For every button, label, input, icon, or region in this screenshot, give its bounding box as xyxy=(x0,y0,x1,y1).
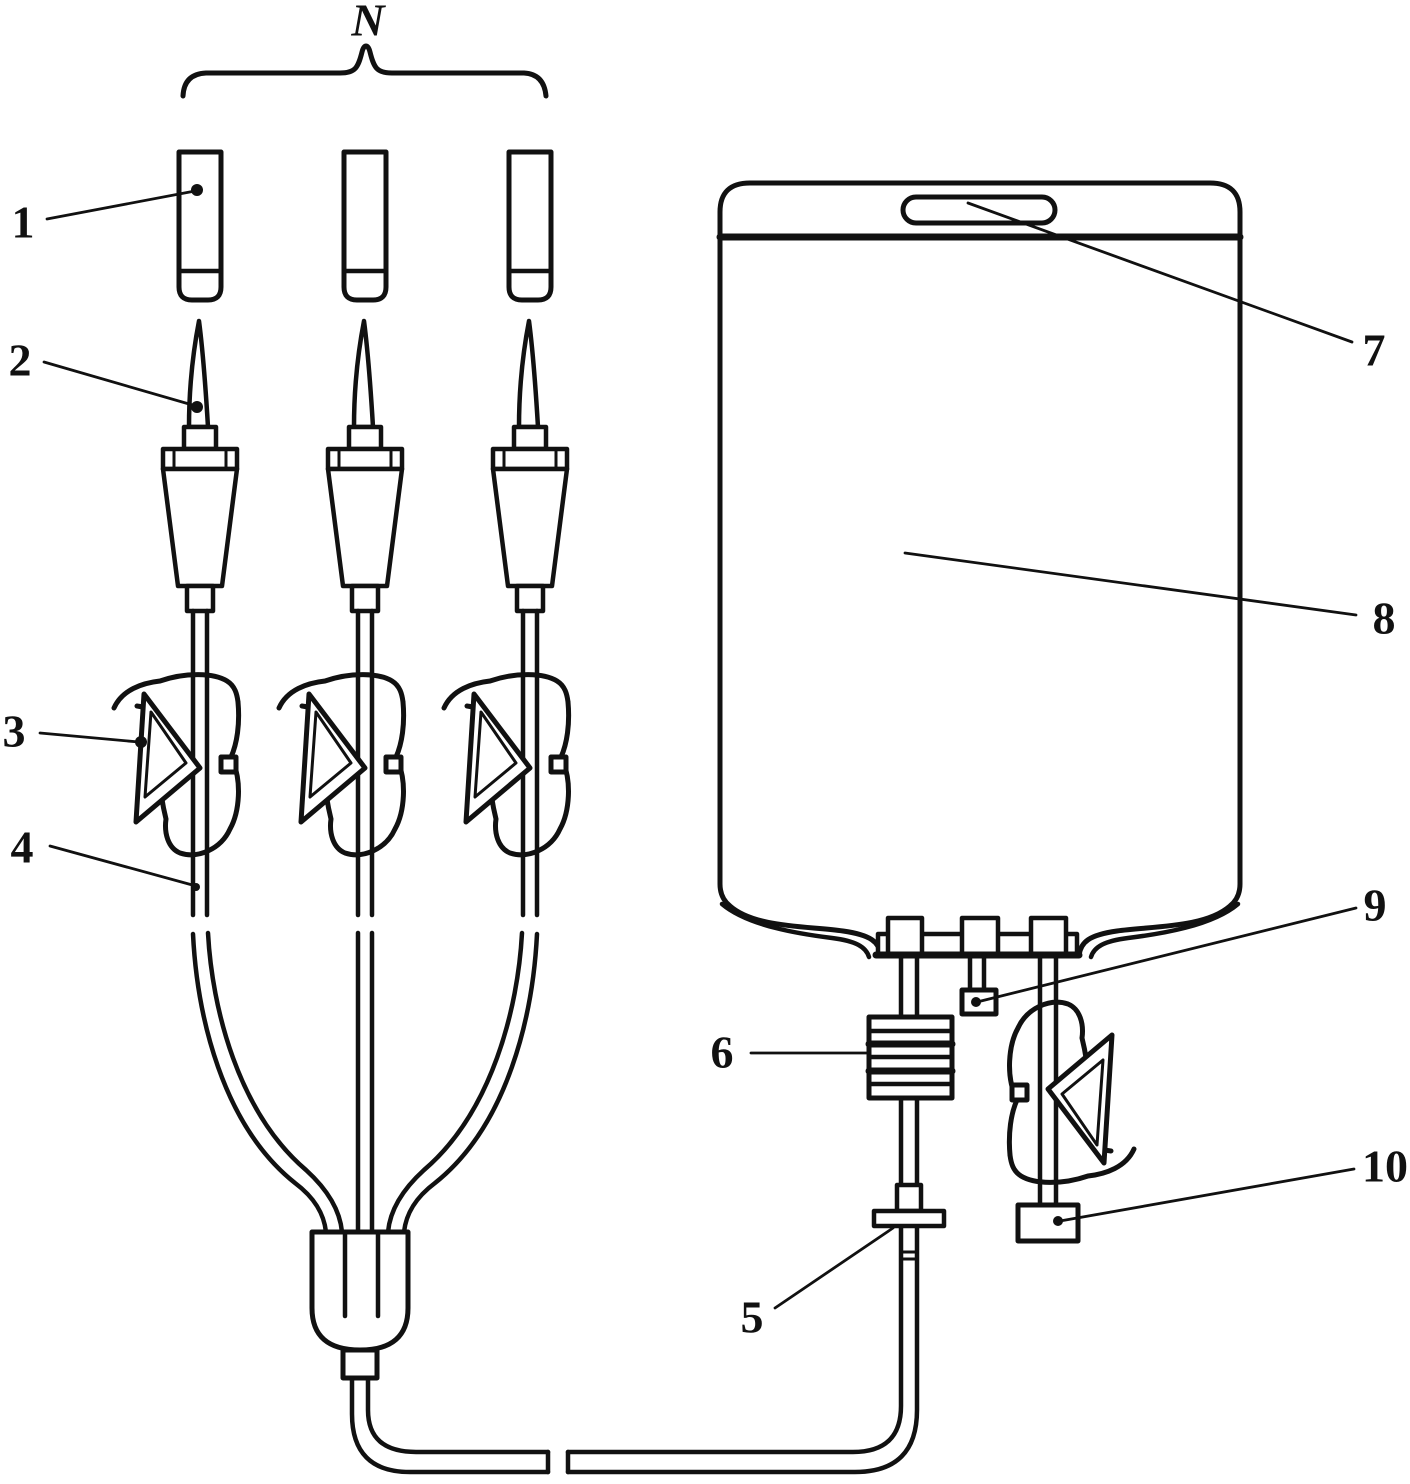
hanger-slot xyxy=(900,194,1058,226)
leader-line-8 xyxy=(903,551,1358,617)
outlet-connector-line xyxy=(1009,952,1134,1244)
branch-set xyxy=(114,43,569,915)
leader-line-5 xyxy=(773,1226,895,1310)
leader-dot-3 xyxy=(135,736,147,748)
transfer-tube-right-segment xyxy=(565,1223,904,1455)
slide-clamp xyxy=(871,1208,947,1229)
iv-branch-2 xyxy=(279,152,404,915)
bag-seam-left xyxy=(719,901,872,960)
leader-line-9 xyxy=(975,906,1358,1004)
figure-label-4: 4 xyxy=(11,822,34,873)
quantity-brace xyxy=(180,43,549,99)
figure-label-3: 3 xyxy=(3,706,26,757)
quantity-label: N xyxy=(350,0,386,46)
port-stub-right xyxy=(1028,915,1069,958)
leader-line-10 xyxy=(1058,1167,1356,1223)
merge-tube-left xyxy=(190,931,329,1235)
transfer-tube xyxy=(565,1223,920,1475)
leader-dot-1 xyxy=(191,184,203,196)
annotations: N 1 2 3 4 5 6 7 8 9 10 xyxy=(3,0,1409,1343)
leader-line-3 xyxy=(38,731,141,744)
iv-branch-1 xyxy=(114,152,239,915)
manifold-connector xyxy=(309,1229,411,1353)
figure-label-6: 6 xyxy=(711,1027,734,1078)
figure-label-1: 1 xyxy=(12,197,35,248)
figure-label-10: 10 xyxy=(1362,1141,1408,1192)
leader-dot-2 xyxy=(191,401,203,413)
bag-outlet-line xyxy=(865,952,956,1229)
collection-bag xyxy=(716,180,1244,1244)
leader-line-1 xyxy=(45,189,197,221)
bag-seam-right xyxy=(1088,901,1241,960)
injection-port-line xyxy=(959,952,999,1017)
manifold-outlet-tube xyxy=(365,1375,551,1455)
figure-label-8: 8 xyxy=(1373,593,1396,644)
iv-branch-3 xyxy=(444,152,569,915)
leader-line-2 xyxy=(42,360,198,408)
merge-tube-right xyxy=(401,931,540,1235)
port-stub-middle xyxy=(959,915,1001,958)
figure-label-7: 7 xyxy=(1363,325,1386,376)
merge-section xyxy=(190,930,551,1475)
figure-label-9: 9 xyxy=(1364,880,1387,931)
leader-dot-9 xyxy=(971,997,981,1007)
roller-clamp-right xyxy=(1009,1002,1134,1182)
leader-dot-10 xyxy=(1053,1216,1063,1226)
leader-line-4 xyxy=(48,844,198,888)
outlet-connector xyxy=(1015,1202,1081,1244)
leader-dot-4 xyxy=(192,883,200,891)
manifold-neck xyxy=(340,1347,380,1381)
port-stub-left xyxy=(885,915,925,958)
figure-label-5: 5 xyxy=(741,1292,764,1343)
tube-sleeve xyxy=(894,1182,924,1214)
leader-line-7 xyxy=(966,201,1354,344)
figure-label-2: 2 xyxy=(9,335,32,386)
bag-outline xyxy=(747,180,1243,958)
